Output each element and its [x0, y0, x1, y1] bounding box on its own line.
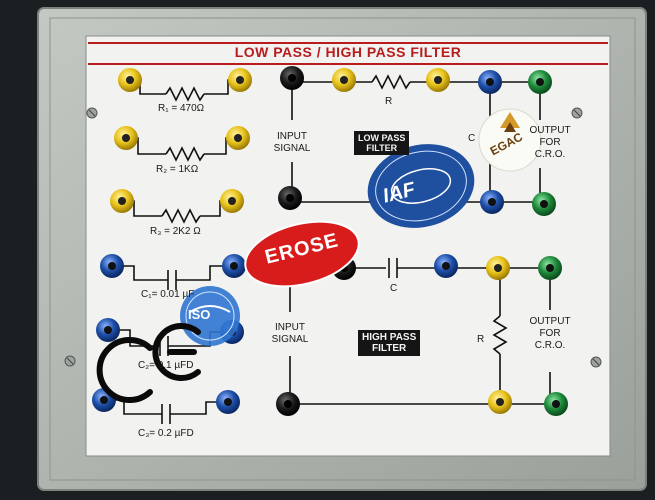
- lp-input-line2: SIGNAL: [273, 143, 311, 154]
- hp-filter-box: HIGH PASS FILTER: [358, 330, 421, 356]
- resistor-r3-icon: [161, 208, 201, 224]
- lp-input-signal-label: INPUT SIGNAL: [268, 131, 316, 155]
- resistor-r1-icon: [165, 86, 205, 102]
- socket-r3-right[interactable]: [220, 189, 244, 213]
- socket-lp-c-top[interactable]: [478, 70, 502, 94]
- egac-logo-icon: [478, 108, 542, 172]
- screw-icon: [86, 107, 98, 119]
- screw-icon: [571, 107, 583, 119]
- resistor-r2-label: R₂ = 1KΩ: [156, 164, 199, 175]
- socket-hp-r-bottom[interactable]: [488, 390, 512, 414]
- hp-output-line1: OUTPUT: [529, 316, 571, 327]
- high-pass-resistor-icon: [492, 315, 508, 355]
- socket-lp-r-left[interactable]: [332, 68, 356, 92]
- hp-resistor-label: R: [477, 334, 485, 345]
- socket-hp-c-right[interactable]: [434, 254, 458, 278]
- hp-box-line2: FILTER: [372, 343, 407, 354]
- iso-logo-text: ISO: [188, 307, 211, 322]
- lp-box-line2: FILTER: [366, 143, 398, 153]
- hp-output-line2: FOR: [539, 328, 561, 339]
- iaf-logo-icon: [367, 144, 475, 228]
- capacitor-c1-label: C₁= 0.01 µF: [141, 289, 195, 300]
- resistor-r3-label: R₃ = 2K2 Ω: [150, 226, 201, 237]
- hp-capacitor-label: C: [390, 283, 398, 294]
- hp-output-line3: C.R.O.: [534, 340, 566, 351]
- lp-resistor-label: R: [385, 96, 393, 107]
- capacitor-c3-label: C₃= 0.2 µFD: [138, 428, 194, 439]
- low-pass-resistor-icon: [371, 74, 411, 90]
- socket-c1-right[interactable]: [222, 254, 246, 278]
- socket-r2-left[interactable]: [114, 126, 138, 150]
- socket-r1-left[interactable]: [118, 68, 142, 92]
- socket-hp-output-bottom[interactable]: [544, 392, 568, 416]
- socket-r2-right[interactable]: [226, 126, 250, 150]
- socket-hp-output-top[interactable]: [538, 256, 562, 280]
- lp-output-label: OUTPUT FOR C.R.O.: [524, 125, 576, 161]
- socket-lp-output-bottom[interactable]: [532, 192, 556, 216]
- hp-input-line2: SIGNAL: [271, 334, 309, 345]
- screw-icon: [64, 355, 76, 367]
- lp-output-line3: C.R.O.: [534, 149, 566, 160]
- erose-logo-icon: [244, 220, 360, 288]
- socket-lp-c-bottom[interactable]: [480, 190, 504, 214]
- socket-c1-left[interactable]: [100, 254, 124, 278]
- lp-box-line1: LOW PASS: [358, 133, 406, 143]
- socket-lp-input-bottom[interactable]: [278, 186, 302, 210]
- hp-output-label: OUTPUT FOR C.R.O.: [524, 316, 576, 352]
- resistor-r2-icon: [165, 146, 205, 162]
- socket-c2-left[interactable]: [96, 318, 120, 342]
- ce-mark-icon: [96, 323, 201, 403]
- panel-title: LOW PASS / HIGH PASS FILTER: [234, 44, 462, 60]
- hp-input-signal-label: INPUT SIGNAL: [266, 322, 314, 346]
- lp-output-line1: OUTPUT: [529, 125, 571, 136]
- hp-box-line1: HIGH PASS: [362, 332, 417, 343]
- socket-hp-r-top[interactable]: [486, 256, 510, 280]
- lp-input-line1: INPUT: [277, 131, 307, 142]
- lp-output-line2: FOR: [539, 137, 561, 148]
- resistor-r1-label: R₁ = 470Ω: [158, 103, 205, 114]
- hp-input-line1: INPUT: [275, 322, 305, 333]
- socket-r3-left[interactable]: [110, 189, 134, 213]
- socket-r1-right[interactable]: [228, 68, 252, 92]
- lp-filter-box: LOW PASS FILTER: [354, 131, 410, 155]
- socket-hp-input-bottom[interactable]: [276, 392, 300, 416]
- socket-c3-right[interactable]: [216, 390, 240, 414]
- lp-capacitor-label: C: [468, 133, 476, 144]
- socket-lp-input-top[interactable]: [280, 66, 304, 90]
- capacitor-c2-label: C₂= 0.1 µFD: [138, 360, 194, 371]
- socket-lp-output-top[interactable]: [528, 70, 552, 94]
- screw-icon: [590, 356, 602, 368]
- socket-lp-r-right[interactable]: [426, 68, 450, 92]
